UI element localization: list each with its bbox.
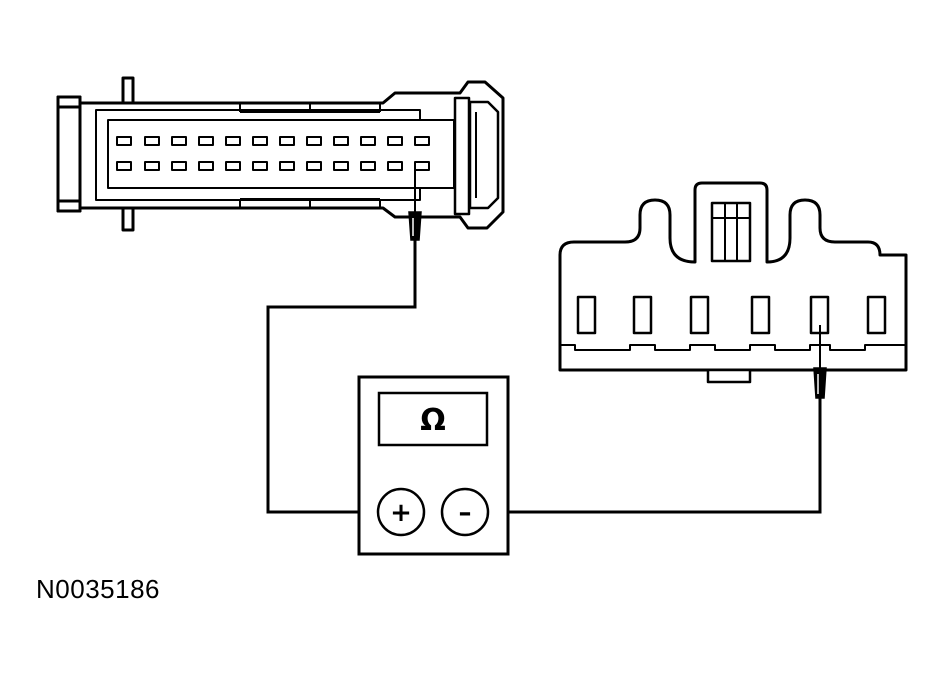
right-test-probe-icon [813, 325, 827, 399]
negative-terminal-label: – [459, 498, 472, 528]
positive-terminal-label: + [390, 498, 412, 528]
meter-display-symbol: Ω [420, 403, 446, 438]
negative-lead-wire [489, 398, 822, 514]
negative-terminal-icon: – [440, 487, 490, 537]
meter-display [377, 391, 489, 447]
positive-lead-wire [266, 240, 417, 514]
ohmmeter-icon: Ω + – [357, 375, 510, 556]
test-leads [266, 240, 822, 514]
multi-pin-connector-icon [56, 76, 505, 232]
positive-terminal-icon: + [376, 487, 426, 537]
figure-id: N0035186 [36, 574, 160, 604]
left-test-probe-icon [408, 166, 422, 241]
component-connector-icon [558, 181, 908, 384]
